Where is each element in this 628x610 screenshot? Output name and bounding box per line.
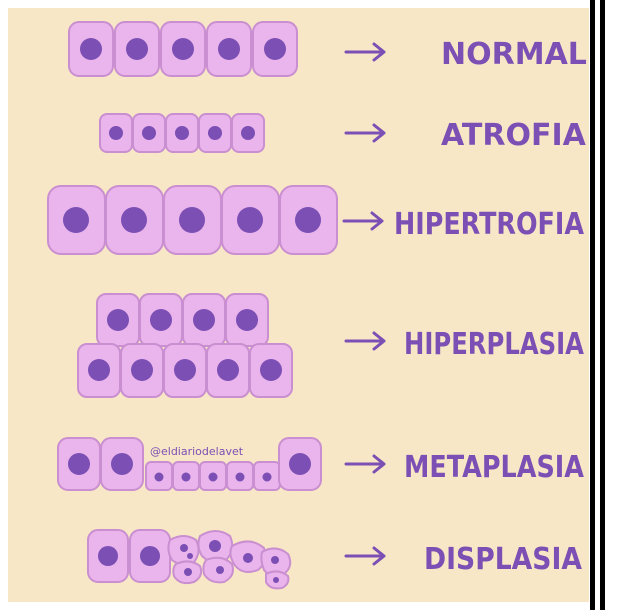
nucleus xyxy=(179,207,205,233)
nucleus xyxy=(237,207,263,233)
right-margin xyxy=(605,0,628,610)
nucleus xyxy=(175,126,189,140)
nucleus xyxy=(107,309,129,331)
nucleus xyxy=(154,472,164,482)
nucleus xyxy=(109,126,123,140)
nucleus xyxy=(187,553,193,559)
nucleus xyxy=(217,359,239,381)
nucleus xyxy=(111,453,133,475)
nucleus xyxy=(140,546,160,566)
atrofia-cells xyxy=(99,113,265,153)
hipertrofia-row: HIPERTROFIA xyxy=(47,185,585,255)
nucleus xyxy=(271,556,279,564)
nucleus xyxy=(209,540,221,552)
hiperplasia-row: HIPERPLASIA xyxy=(77,293,585,398)
arrow-icon xyxy=(344,454,386,474)
nucleus xyxy=(63,207,89,233)
watermark-text: @eldiariodelavet xyxy=(150,445,244,458)
arrow-icon xyxy=(342,211,384,231)
nucleus xyxy=(174,359,196,381)
nucleus xyxy=(273,577,279,583)
normal-cells xyxy=(68,21,298,77)
nucleus xyxy=(98,546,118,566)
nucleus xyxy=(80,38,102,60)
arrow-icon xyxy=(344,331,386,351)
nucleus xyxy=(264,38,286,60)
nucleus xyxy=(68,453,90,475)
hiperplasia-cells xyxy=(77,293,293,398)
arrow-icon xyxy=(344,42,386,62)
nucleus xyxy=(184,568,192,576)
normal-row: NORMAL xyxy=(68,21,587,77)
nucleus xyxy=(172,38,194,60)
nucleus xyxy=(180,544,188,552)
nucleus xyxy=(295,207,321,233)
nucleus xyxy=(241,126,255,140)
label-atrofia: ATROFIA xyxy=(441,118,587,153)
divider-line-right xyxy=(600,0,605,610)
arrow-icon xyxy=(344,546,386,566)
nucleus xyxy=(208,126,222,140)
nucleus xyxy=(218,38,240,60)
label-normal: NORMAL xyxy=(441,37,587,72)
nucleus xyxy=(262,472,272,482)
metaplasia-cells: @eldiariodelavet xyxy=(57,437,322,491)
nucleus xyxy=(193,309,215,331)
nucleus xyxy=(208,472,218,482)
displasia-row: DISPLASIA xyxy=(87,529,583,590)
arrow-icon xyxy=(344,123,386,143)
nucleus xyxy=(260,359,282,381)
hipertrofia-cells xyxy=(47,185,338,255)
nucleus xyxy=(181,472,191,482)
label-metaplasia: METAPLASIA xyxy=(404,450,585,485)
label-hiperplasia: HIPERPLASIA xyxy=(404,327,585,362)
nucleus xyxy=(142,126,156,140)
nucleus xyxy=(126,38,148,60)
nucleus xyxy=(235,472,245,482)
label-hipertrofia: HIPERTROFIA xyxy=(394,207,585,242)
nucleus xyxy=(150,309,172,331)
metaplasia-row: @eldiariodelavet METAPLASIA xyxy=(57,437,585,491)
nucleus xyxy=(216,566,224,574)
displasia-cells xyxy=(87,529,292,590)
nucleus xyxy=(289,453,311,475)
nucleus xyxy=(243,553,253,563)
nucleus xyxy=(88,359,110,381)
nucleus xyxy=(121,207,147,233)
label-displasia: DISPLASIA xyxy=(424,542,583,577)
nucleus xyxy=(236,309,258,331)
nucleus xyxy=(131,359,153,381)
divider-line-left xyxy=(590,0,595,610)
atrofia-row: ATROFIA xyxy=(99,113,587,153)
